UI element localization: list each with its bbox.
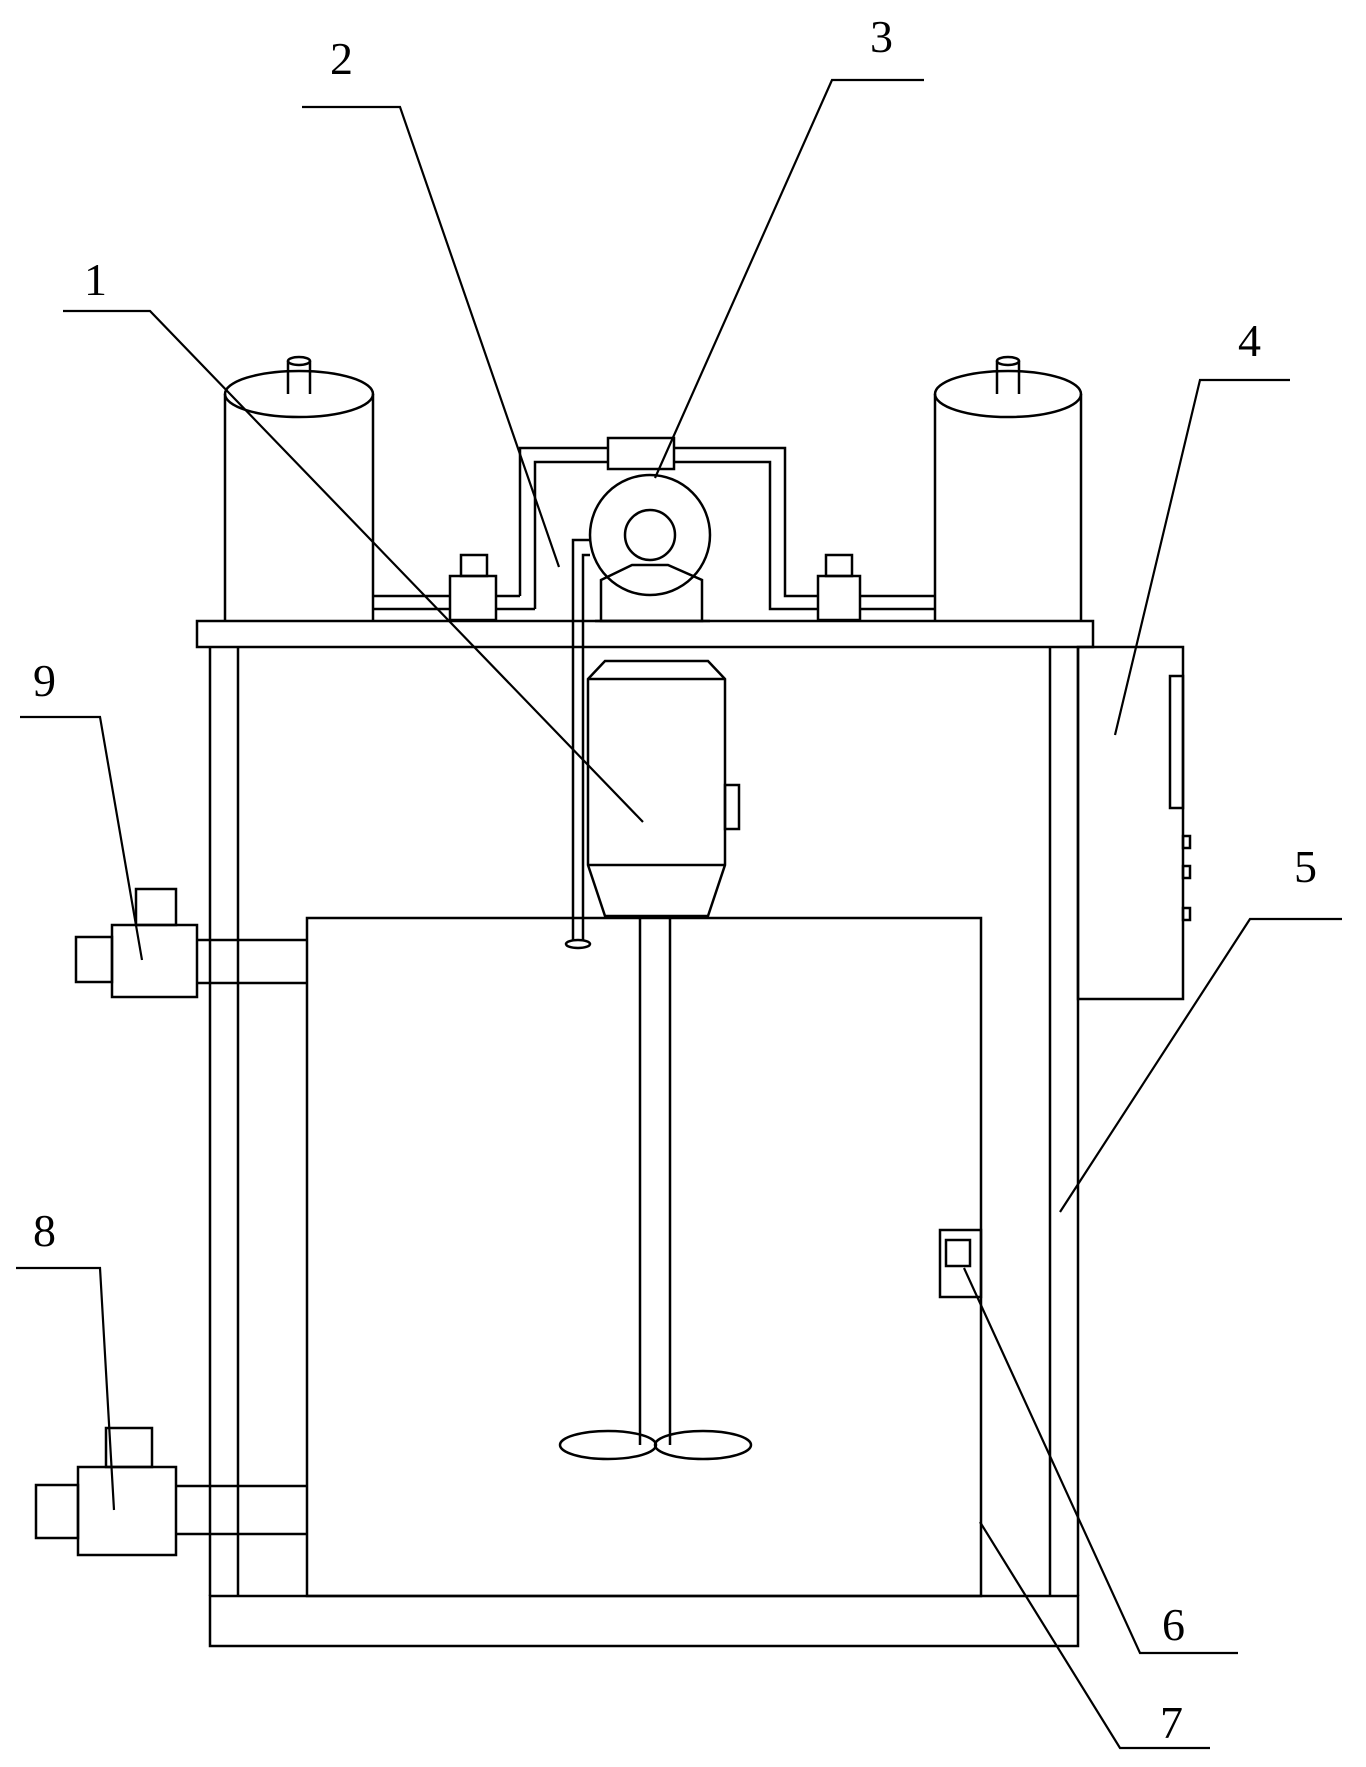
label-2: 2 [330, 33, 353, 84]
label-6: 6 [1162, 1599, 1185, 1650]
label-5: 5 [1294, 841, 1317, 892]
leader-7 [979, 1521, 1210, 1750]
label-1: 1 [84, 254, 107, 305]
left-top-valve [448, 553, 498, 622]
left-reagent-tank [223, 355, 375, 621]
label-8: 8 [33, 1205, 56, 1256]
upper-outlet-valve [74, 887, 307, 999]
leader-8 [16, 1266, 116, 1511]
label-4: 4 [1238, 315, 1261, 366]
leader-4 [1113, 378, 1290, 736]
leader-2 [302, 105, 561, 568]
metering-pump [588, 436, 712, 623]
leader-lines [16, 78, 1342, 1750]
label-3: 3 [870, 11, 893, 62]
lower-drain-valve [34, 1426, 307, 1557]
leader-6 [962, 1267, 1238, 1655]
support-frame [195, 619, 1095, 1648]
leader-3 [653, 78, 924, 479]
right-reagent-tank [933, 355, 1083, 621]
leader-9 [20, 715, 144, 961]
stirrer [558, 918, 753, 1461]
mixing-tank [305, 916, 983, 1598]
mixer-motor [586, 659, 741, 918]
callout-labels: 1 2 3 4 5 6 7 8 9 [33, 11, 1317, 1748]
level-sensor [938, 1228, 983, 1299]
right-top-valve [816, 553, 862, 622]
label-9: 9 [33, 655, 56, 706]
leader-1 [63, 309, 644, 823]
top-piping [373, 446, 935, 950]
control-box [1076, 645, 1192, 1001]
label-7: 7 [1160, 1697, 1183, 1748]
leader-5 [1059, 917, 1342, 1213]
